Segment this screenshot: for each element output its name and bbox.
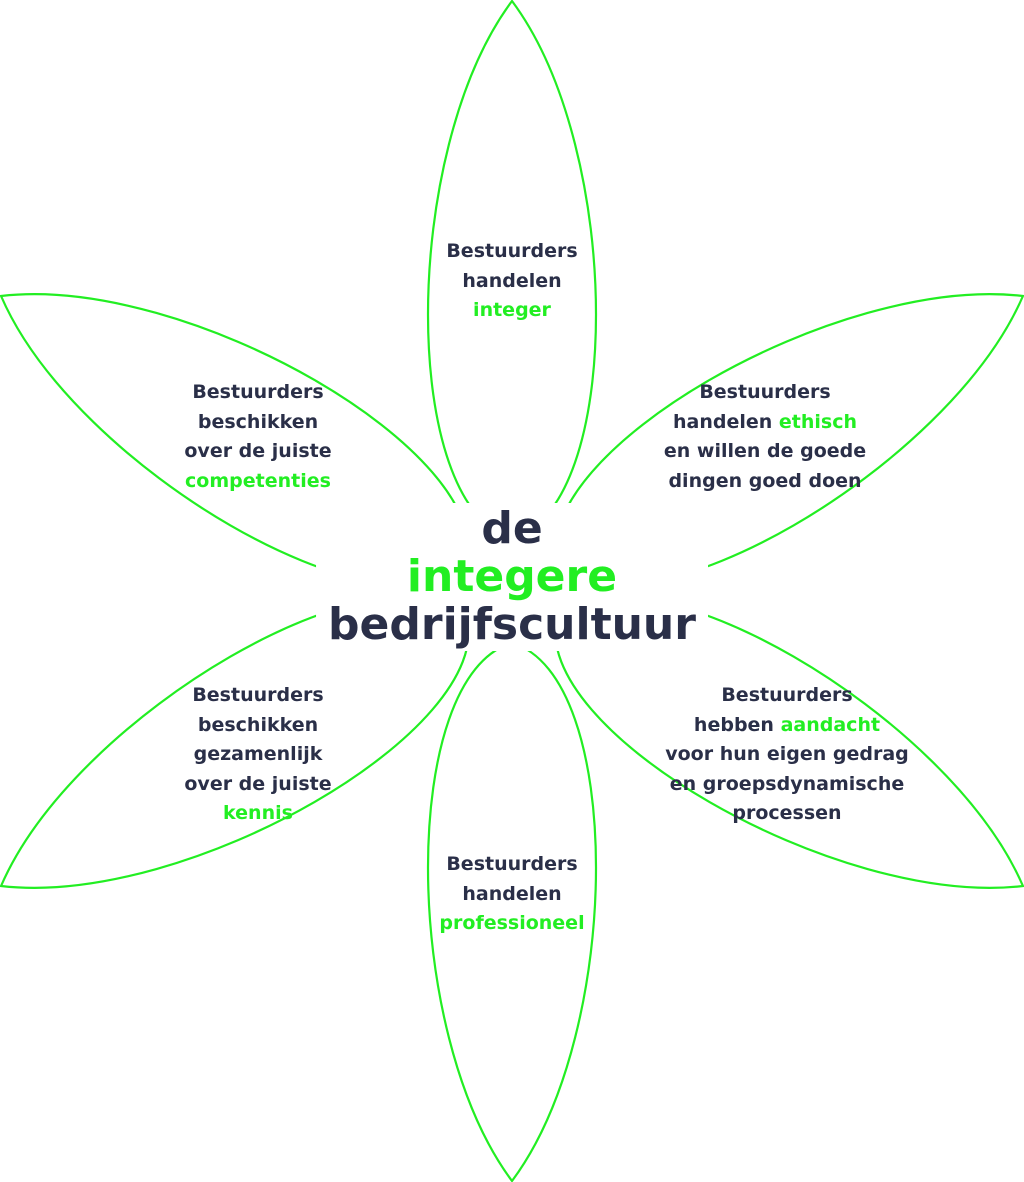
petal-label-line: handelen (446, 267, 577, 297)
petal-text: Bestuurders (446, 853, 578, 875)
petal-text: hebben (693, 713, 781, 736)
petal-text: over de juiste (184, 772, 332, 795)
petal-text: beschikken (197, 410, 319, 433)
petal-label-line: Bestuurders (439, 850, 584, 880)
petal-label-line: Bestuurders (184, 681, 331, 711)
petal-label-line: hebben aandacht (665, 711, 909, 741)
center-title: de integere bedrijfscultuur (316, 503, 708, 651)
center-title-line-3: bedrijfscultuur (328, 599, 696, 650)
petal-accent-text: kennis (223, 802, 293, 824)
petal-label-upper-left: Bestuurders beschikken over de juiste compe… (184, 378, 331, 496)
petal-label-line: kennis (184, 799, 331, 829)
petal-text: handelen (672, 410, 779, 433)
petal-label-line: voor hun eigen gedrag (665, 740, 909, 770)
petal-label-line: dingen goed doen (664, 467, 866, 497)
petal-text: handelen (462, 269, 562, 292)
petal-text: processen (732, 802, 842, 824)
petal-text: handelen (462, 882, 562, 905)
petal-accent-text: competenties (185, 469, 331, 492)
petal-text: beschikken (197, 713, 319, 736)
petal-label-line: over de juiste (184, 437, 331, 467)
petal-text: gezamenlijk (193, 743, 323, 765)
petal-label-line: handelen (439, 880, 584, 910)
petal-label-line: Bestuurders (184, 378, 331, 408)
petal-label-line: en willen de goede (664, 437, 866, 467)
petal-text: Bestuurders (699, 381, 831, 403)
petal-label-line: integer (446, 296, 577, 326)
petal-label-line: over de juiste (184, 770, 331, 800)
petal-outline-bottom (426, 641, 598, 1182)
petal-accent-text: professioneel (439, 912, 585, 934)
petal-text: en willen de goede (663, 440, 867, 462)
petal-label-line: beschikken (184, 408, 331, 438)
petal-text: dingen goed doen (668, 469, 862, 492)
petal-text: over de juiste (184, 440, 332, 462)
petal-label-line: beschikken (184, 711, 331, 741)
petal-text: en groepsdynamische (669, 772, 905, 795)
petal-label-lower-left: Bestuurders beschikken gezamenlijk over de … (184, 681, 331, 829)
petal-text: Bestuurders (721, 684, 853, 706)
petal-text: Bestuurders (192, 381, 324, 403)
petal-label-top: Bestuurders handelen integer (446, 237, 577, 326)
petal-label-line: professioneel (439, 909, 584, 939)
petal-accent-text: ethisch (778, 410, 857, 433)
petal-label-bottom: Bestuurders handelen professioneel (439, 850, 584, 939)
petal-label-line: en groepsdynamische (665, 770, 909, 800)
center-title-line-1: de (481, 503, 543, 554)
petal-label-line: processen (665, 799, 909, 829)
petal-label-line: Bestuurders (664, 378, 866, 408)
petal-outline-top (426, 0, 598, 541)
petal-label-line: Bestuurders (446, 237, 577, 267)
petal-label-line: competenties (184, 467, 331, 497)
petal-text: Bestuurders (446, 240, 578, 262)
petal-label-line: gezamenlijk (184, 740, 331, 770)
petal-label-line: handelen ethisch (664, 408, 866, 438)
petal-accent-text: integer (473, 299, 551, 321)
petal-accent-text: aandacht (780, 713, 881, 736)
petal-text: Bestuurders (192, 684, 324, 706)
petal-label-line: Bestuurders (665, 681, 909, 711)
petal-text: voor hun eigen gedrag (665, 743, 909, 765)
center-title-line-2: integere (406, 551, 618, 602)
